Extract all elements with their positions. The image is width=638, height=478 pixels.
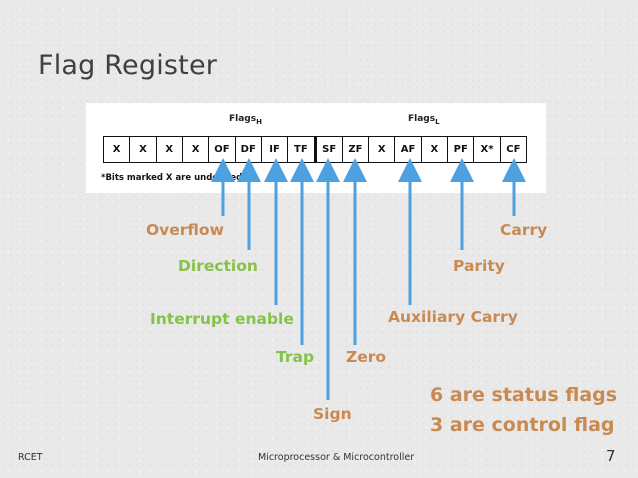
flags-high-label: FlagsH [229, 114, 262, 126]
register-bit: PF [448, 137, 475, 162]
register-bit: IF [262, 137, 289, 162]
slide-title: Flag Register [38, 50, 218, 81]
register-bit: X [183, 137, 210, 162]
sign-label: Sign [313, 405, 352, 423]
register-bit: X [422, 137, 449, 162]
status-flags-note: 6 are status flags [430, 384, 618, 406]
register-bit: X* [474, 137, 501, 162]
flag-register-figure: FlagsH FlagsL X X X X OF DF IF TF SF ZF … [86, 103, 546, 193]
register-bit: X [104, 137, 131, 162]
page-number: 7 [606, 447, 616, 465]
flags-low-label: FlagsL [408, 114, 440, 126]
parity-label: Parity [453, 257, 505, 275]
direction-label: Direction [178, 257, 258, 275]
register-bit: DF [236, 137, 262, 162]
footer-center: Microprocessor & Microcontroller [258, 452, 415, 463]
control-flags-note: 3 are control flag [430, 414, 615, 436]
interrupt-enable-label: Interrupt enable [150, 310, 294, 328]
footer-left: RCET [18, 452, 43, 463]
register-bit: X [130, 137, 157, 162]
undefined-bits-footnote: *Bits marked X are undefined. [101, 173, 246, 183]
register-bit: ZF [343, 137, 370, 162]
carry-label: Carry [500, 221, 548, 239]
register-bit: X [369, 137, 396, 162]
zero-label: Zero [346, 348, 387, 366]
register-bit: SF [317, 137, 343, 162]
register-bit: CF [506, 144, 521, 155]
register-bits-row: X X X X OF DF IF TF SF ZF X AF X PF X* C… [103, 136, 527, 163]
register-bit: TF [288, 137, 317, 162]
register-bit: X [157, 137, 183, 162]
trap-label: Trap [276, 348, 315, 366]
overflow-label: Overflow [146, 221, 224, 239]
register-bit: AF [395, 137, 422, 162]
auxiliary-carry-label: Auxiliary Carry [388, 308, 518, 326]
register-bit: OF [209, 137, 236, 162]
